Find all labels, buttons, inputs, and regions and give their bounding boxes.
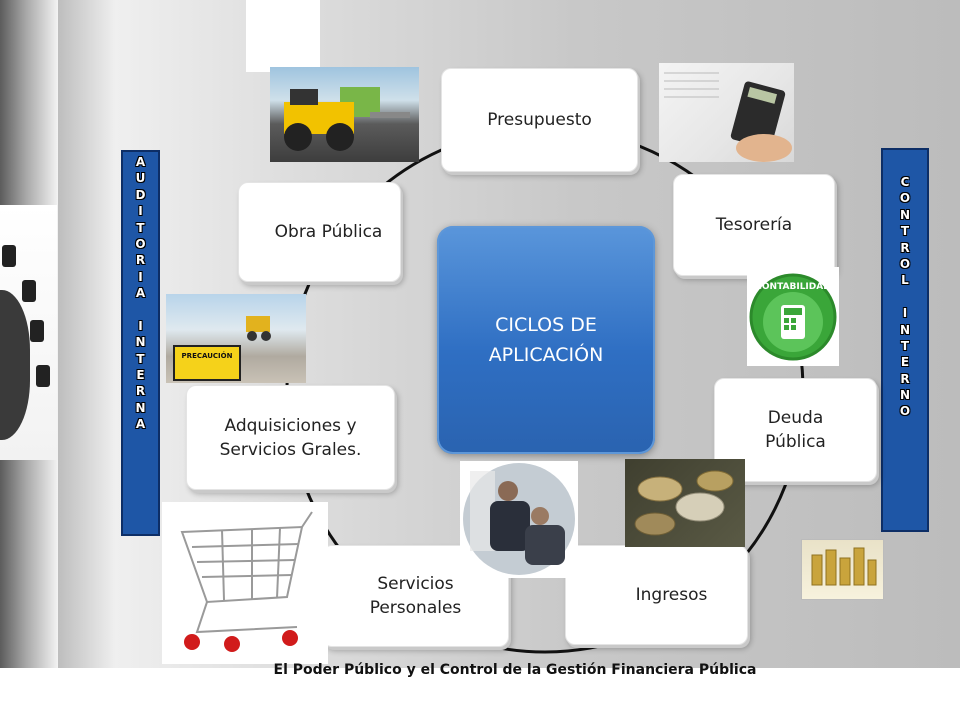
banner-letter: I (138, 318, 143, 333)
construction-site-photo: PRECAUCIÓN (166, 294, 306, 383)
node-label-line2: Servicios Grales. (219, 439, 362, 460)
node-label-line1: Servicios (377, 574, 454, 594)
svg-text:PRECAUCIÓN: PRECAUCIÓN (182, 351, 233, 360)
node-label: Presupuesto (487, 110, 592, 130)
node-label: Obra Pública (274, 222, 383, 242)
business-meeting-photo (460, 461, 578, 578)
banner-letter: R (135, 253, 146, 268)
banner-letter: O (899, 256, 911, 271)
node-label-line2: Personales (369, 598, 462, 618)
node-presupuesto[interactable]: Presupuesto (441, 68, 638, 172)
banner-letter: D (135, 187, 146, 202)
banner-letter: A (135, 417, 146, 432)
shopping-cart-icon (180, 511, 313, 652)
banner-letter: A (135, 155, 146, 169)
node-ingresos[interactable]: Ingresos (565, 545, 748, 645)
node-label: Tesorería (715, 215, 793, 235)
node-label: Ingresos (635, 585, 708, 605)
banner-letter: L (901, 273, 909, 288)
banner-letter: I (138, 204, 143, 219)
banner-letter: O (899, 404, 911, 419)
banner-letter: N (899, 322, 911, 337)
banner-letter: N (135, 335, 146, 350)
contabilidad-logo: CONTABILIDAD (747, 267, 839, 366)
banner-letter: N (135, 400, 146, 415)
banner-letter: N (899, 207, 911, 222)
node-tesoreria[interactable]: Tesorería (673, 174, 835, 276)
coin-stacks-photo (801, 539, 884, 600)
center-title-line1: CICLOS DE (495, 314, 597, 336)
banner-letter: T (136, 351, 145, 366)
banner-letter: E (900, 355, 910, 370)
top-white-block (246, 0, 320, 72)
banner-letter: T (900, 224, 910, 239)
banner-letter: R (135, 384, 146, 399)
banner-letter: O (135, 236, 146, 251)
banner-letter: R (900, 371, 910, 386)
coins-icon (634, 470, 734, 536)
node-label-line1: Adquisiciones y (224, 415, 357, 436)
banner-letter: I (902, 306, 908, 321)
svg-text:CONTABILIDAD: CONTABILIDAD (755, 282, 830, 292)
banner-letter: N (899, 388, 911, 403)
node-obra-publica[interactable]: Obra Pública (238, 182, 401, 282)
road-roller-icon (284, 87, 410, 151)
center-title-line2: APLICACIÓN (488, 344, 604, 366)
calculator-icon (664, 72, 792, 162)
node-label-line1: Deuda (767, 408, 824, 428)
center-cycle-title[interactable]: CICLOS DE APLICACIÓN (437, 226, 655, 454)
banner-letter: C (900, 175, 910, 189)
slide-footer: El Poder Público y el Control de la Gest… (273, 662, 757, 678)
meeting-room-photo (0, 205, 57, 460)
shopping-cart-photo (162, 502, 328, 664)
node-adquisiciones[interactable]: Adquisiciones y Servicios Grales. (186, 385, 395, 490)
banner-letter: T (900, 338, 910, 353)
calculator-photo (659, 63, 794, 162)
banner-letter: O (899, 191, 911, 206)
coins-photo (625, 459, 745, 547)
banner-letter: E (136, 368, 145, 383)
bottom-band (0, 668, 960, 720)
banner-letter: I (138, 269, 143, 284)
banner-letter: A (135, 286, 146, 301)
node-label-line2: Pública (765, 432, 826, 452)
banner-letter: R (900, 240, 910, 255)
banner-letter: U (135, 171, 146, 186)
road-roller-photo (270, 67, 419, 162)
banner-letter: T (136, 220, 145, 235)
